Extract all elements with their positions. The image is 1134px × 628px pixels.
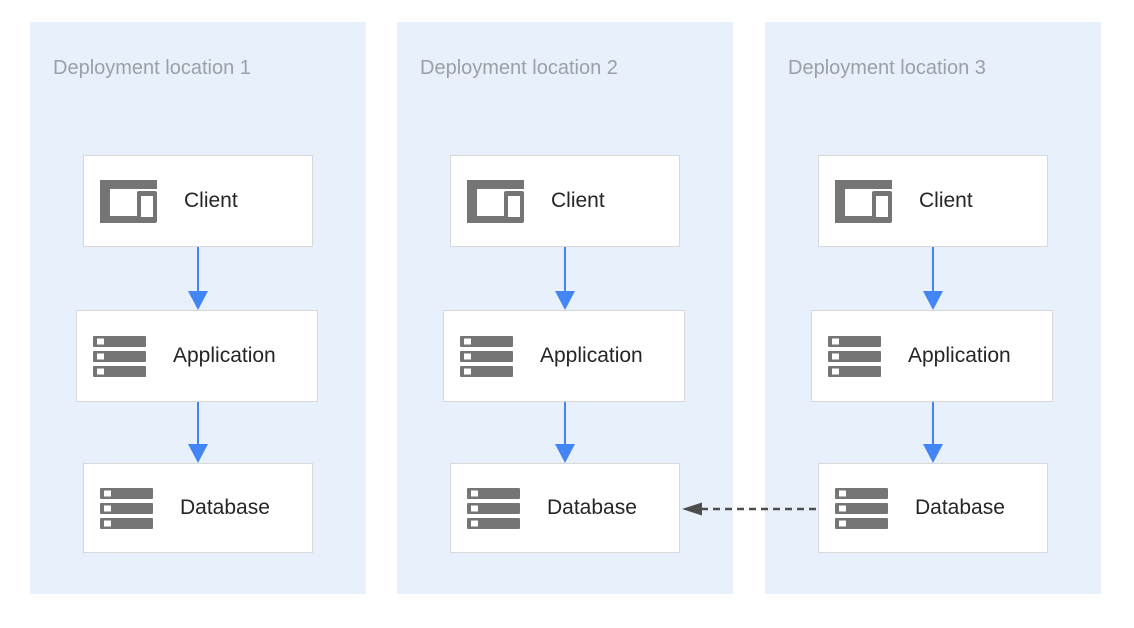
node-label: Client (919, 189, 973, 212)
arrow-head-icon (555, 291, 575, 310)
arrow-line (563, 402, 567, 445)
node-label: Client (551, 189, 605, 212)
server-stack-icon (460, 335, 513, 377)
devices-icon (835, 179, 892, 223)
flow-arrow-client-to-application (188, 247, 208, 310)
node-label: Application (540, 344, 643, 367)
server-stack-icon (835, 487, 888, 529)
client-node: Client (818, 155, 1048, 247)
panel-deployment-location-1: Deployment location 1 Client (30, 22, 366, 594)
server-stack-icon (100, 487, 153, 529)
node-label: Application (173, 344, 276, 367)
devices-icon (100, 179, 157, 223)
flow-arrow-client-to-application (555, 247, 575, 310)
arrow-head-icon (682, 502, 702, 516)
flow-arrow-application-to-database (188, 402, 208, 463)
arrow-line (196, 402, 200, 445)
devices-icon (467, 179, 524, 223)
node-label: Database (915, 496, 1005, 519)
arrow-head-icon (923, 291, 943, 310)
arrow-line (931, 402, 935, 445)
arrow-head-icon (188, 444, 208, 463)
arrow-head-icon (555, 444, 575, 463)
server-stack-icon (828, 335, 881, 377)
panel-title: Deployment location 2 (420, 57, 618, 79)
flow-arrow-application-to-database (555, 402, 575, 463)
database-node: Database (83, 463, 313, 553)
database-node: Database (450, 463, 680, 553)
panel-title: Deployment location 3 (788, 57, 986, 79)
server-stack-icon (467, 487, 520, 529)
client-node: Client (83, 155, 313, 247)
node-label: Database (547, 496, 637, 519)
flow-arrow-client-to-application (923, 247, 943, 310)
application-node: Application (443, 310, 685, 402)
arrow-line (931, 247, 935, 292)
node-label: Database (180, 496, 270, 519)
replication-arrow-db3-to-db2 (682, 502, 818, 516)
panel-deployment-location-2: Deployment location 2 Client (397, 22, 733, 594)
arrow-line (196, 247, 200, 292)
client-node: Client (450, 155, 680, 247)
flow-arrow-application-to-database (923, 402, 943, 463)
panel-title: Deployment location 1 (53, 57, 251, 79)
arrow-line (563, 247, 567, 292)
database-node: Database (818, 463, 1048, 553)
panel-deployment-location-3: Deployment location 3 Client (765, 22, 1101, 594)
server-stack-icon (93, 335, 146, 377)
arrow-head-icon (188, 291, 208, 310)
arrow-head-icon (923, 444, 943, 463)
node-label: Client (184, 189, 238, 212)
node-label: Application (908, 344, 1011, 367)
application-node: Application (76, 310, 318, 402)
application-node: Application (811, 310, 1053, 402)
